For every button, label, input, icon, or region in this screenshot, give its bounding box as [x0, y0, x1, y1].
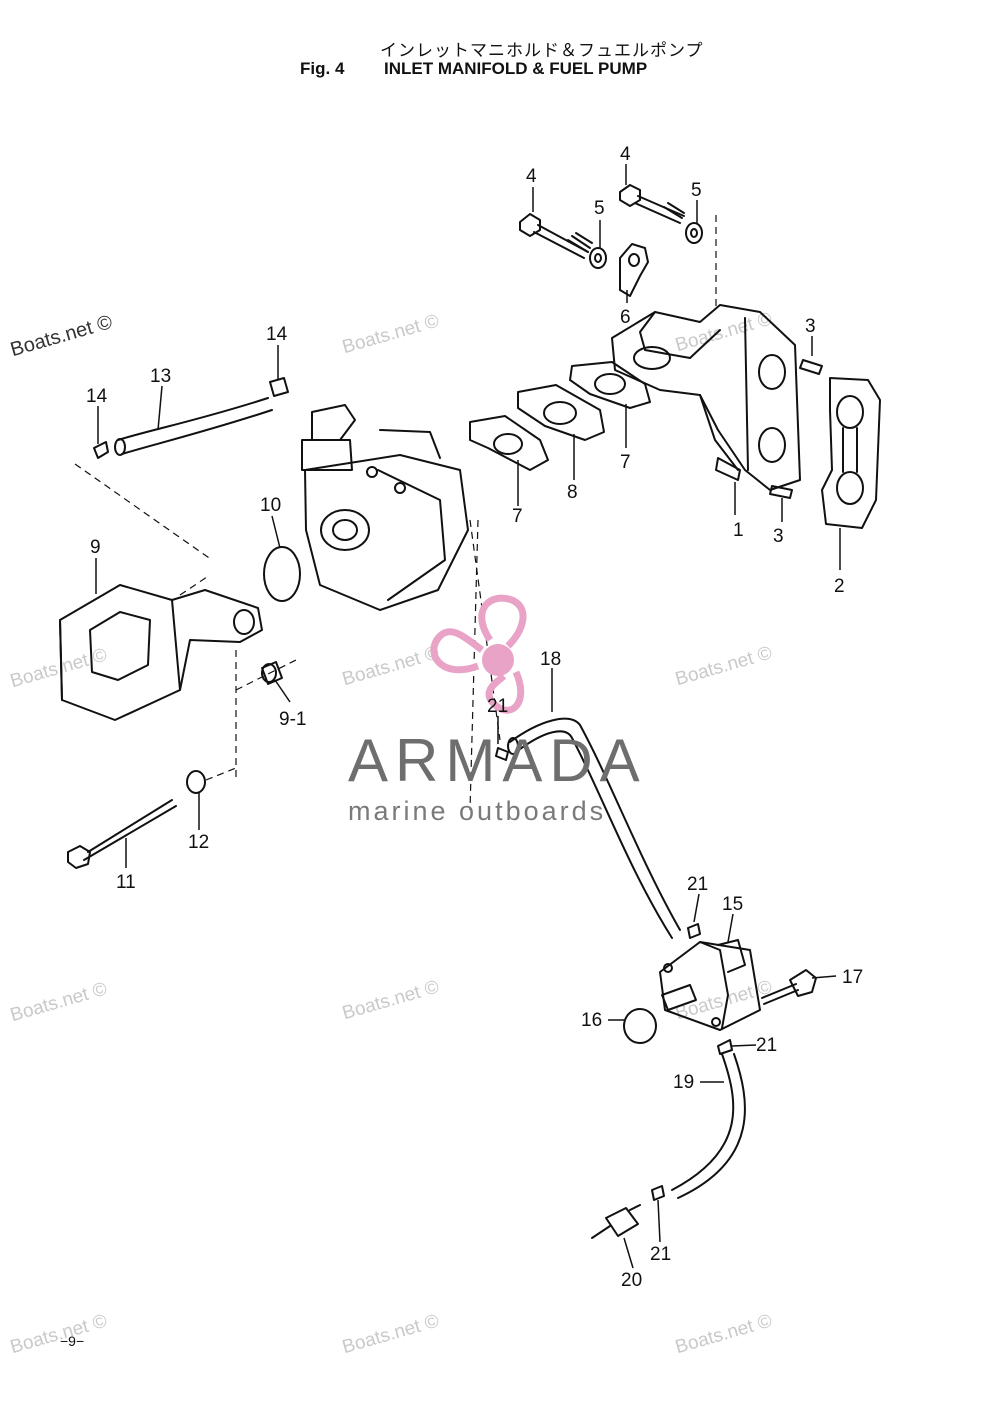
callout-3: 3: [805, 316, 816, 337]
intake-silencer: [59, 584, 263, 721]
callout-8: 8: [567, 482, 578, 503]
logo-wordmark: ARMADA: [348, 727, 647, 794]
carburetor: [301, 404, 469, 611]
manifold-gasket: [821, 377, 881, 529]
callout-11: 11: [116, 872, 136, 893]
leader-lines: [95, 164, 841, 1269]
callout-16: 16: [581, 1010, 602, 1031]
hose-clip: [687, 923, 701, 939]
hose-clamp: [619, 243, 649, 297]
hose-clip: [269, 377, 289, 397]
callout-2: 2: [834, 576, 845, 597]
armada-logo-mark: [430, 594, 527, 714]
pump-bolt: [761, 969, 817, 1005]
callout-1: 1: [733, 520, 744, 541]
callout-19: 19: [673, 1072, 694, 1093]
inlet-manifold: [611, 304, 801, 491]
callout-5: 5: [691, 180, 702, 201]
fuel-pump: [659, 939, 761, 1031]
callout-21: 21: [487, 696, 508, 717]
callout-14: 14: [86, 386, 108, 407]
breather-hose: [114, 397, 273, 456]
washer: [589, 222, 703, 269]
hose-clip: [651, 1185, 665, 1201]
logo-tagline: marine outboards: [348, 796, 607, 826]
callout-9-1: 9-1: [279, 709, 306, 730]
callout-9: 9: [90, 537, 101, 558]
bolt: [519, 184, 685, 259]
pump-o-ring: [623, 1008, 657, 1044]
callout-14: 14: [266, 324, 288, 345]
hose-clip: [717, 1039, 733, 1055]
callout-4: 4: [620, 144, 631, 165]
callout-18: 18: [540, 649, 561, 670]
callout-13: 13: [150, 366, 171, 387]
callout-3: 3: [773, 526, 784, 547]
diagram-title: INLET MANIFOLD & FUEL PUMP: [384, 59, 648, 78]
callout-5: 5: [594, 198, 605, 219]
callout-21: 21: [650, 1244, 671, 1265]
fuel-hose: [507, 717, 681, 939]
callout-7: 7: [620, 452, 631, 473]
diagram-title-japanese: インレットマニホルド＆フュエルポンプ: [380, 41, 704, 61]
fuel-hose-lower: [671, 1053, 746, 1199]
figure-number: Fig. 4: [300, 59, 345, 78]
long-bolt: [67, 799, 177, 869]
o-ring: [263, 546, 301, 602]
callout-21: 21: [687, 874, 708, 895]
collar: [261, 661, 283, 685]
callout-4: 4: [526, 166, 537, 187]
callout-20: 20: [621, 1270, 642, 1291]
callout-10: 10: [260, 495, 281, 516]
callout-12: 12: [188, 832, 209, 853]
gasket: [469, 361, 651, 471]
callout-6: 6: [620, 307, 631, 328]
page-number: −9−: [60, 1333, 85, 1349]
stud: [769, 359, 823, 499]
washer: [186, 770, 206, 794]
hose-clip: [93, 441, 109, 459]
callout-17: 17: [842, 967, 863, 988]
callout-15: 15: [722, 894, 743, 915]
callout-7: 7: [512, 506, 523, 527]
hose-clip: [495, 747, 509, 761]
callout-21: 21: [756, 1035, 777, 1056]
callout-labels: 1 2 3 3 4 4 5 5 6 7 7 8 9 9-1 10 11 12 1…: [86, 144, 863, 1291]
assembly-lines: [74, 215, 717, 811]
fuel-connector: [591, 1204, 641, 1239]
